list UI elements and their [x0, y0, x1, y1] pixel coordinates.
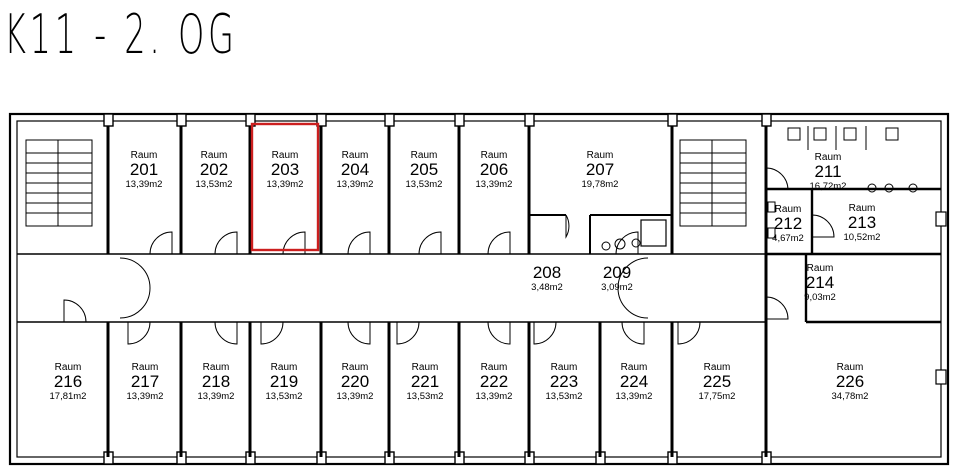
room-word: Raum: [55, 362, 82, 373]
room-number: 213: [848, 213, 876, 232]
room-area: 16,72m2: [810, 181, 847, 192]
room-area: 10,52m2: [844, 232, 881, 243]
room-area: 34,78m2: [832, 391, 869, 402]
room-word: Raum: [342, 362, 369, 373]
room-word: Raum: [203, 362, 230, 373]
room-word: Raum: [412, 362, 439, 373]
room-area: 13,39m2: [476, 391, 513, 402]
room-area: 17,81m2: [50, 391, 87, 402]
room-word: Raum: [201, 150, 228, 161]
room-number: 222: [480, 372, 508, 391]
floor-title: K11 - 2. OG: [4, 3, 238, 66]
room-number: 209: [603, 263, 631, 282]
room-number: 220: [341, 372, 369, 391]
room-number: 201: [130, 160, 158, 179]
room-area: 3,48m2: [531, 282, 563, 293]
room-labels: Raum20113,39m2Raum20213,53m2Raum20313,39…: [50, 150, 881, 402]
room-area: 13,53m2: [407, 391, 444, 402]
room-area: 13,39m2: [127, 391, 164, 402]
room-number: 202: [200, 160, 228, 179]
room-number: 206: [480, 160, 508, 179]
room-number: 218: [202, 372, 230, 391]
room-number: 226: [836, 372, 864, 391]
room-area: 13,53m2: [196, 179, 233, 190]
room-area: 13,39m2: [126, 179, 163, 190]
room-word: Raum: [411, 150, 438, 161]
room-number: 225: [703, 372, 731, 391]
room-word: Raum: [775, 204, 802, 215]
room-area: 4,67m2: [772, 233, 804, 244]
room-area: 13,39m2: [198, 391, 235, 402]
room-word: Raum: [837, 362, 864, 373]
room-number: 219: [270, 372, 298, 391]
room-number: 208: [533, 263, 561, 282]
room-area: 17,75m2: [699, 391, 736, 402]
room-word: Raum: [272, 150, 299, 161]
room-area: 13,39m2: [616, 391, 653, 402]
room-number: 223: [550, 372, 578, 391]
room-word: Raum: [815, 152, 842, 163]
room-number: 217: [131, 372, 159, 391]
room-word: Raum: [131, 150, 158, 161]
highlight-room-203: [250, 122, 320, 252]
room-word: Raum: [481, 150, 508, 161]
room-area: 13,39m2: [267, 179, 304, 190]
room-word: Raum: [807, 263, 834, 274]
room-area: 9,03m2: [804, 292, 836, 303]
room-area: 13,39m2: [337, 391, 374, 402]
room-number: 204: [341, 160, 369, 179]
room-word: Raum: [271, 362, 298, 373]
room-word: Raum: [481, 362, 508, 373]
room-area: 19,78m2: [582, 179, 619, 190]
room-area: 13,53m2: [546, 391, 583, 402]
room-area: 3,09m2: [601, 282, 633, 293]
room-number: 224: [620, 372, 648, 391]
room-number: 205: [410, 160, 438, 179]
room-area: 13,39m2: [476, 179, 513, 190]
room-area: 13,53m2: [266, 391, 303, 402]
room-number: 214: [806, 273, 834, 292]
walls: [8, 112, 950, 466]
room-word: Raum: [587, 150, 614, 161]
room-word: Raum: [342, 150, 369, 161]
room-word: Raum: [849, 203, 876, 214]
room-area: 13,39m2: [337, 179, 374, 190]
room-word: Raum: [551, 362, 578, 373]
room-word: Raum: [704, 362, 731, 373]
room-word: Raum: [132, 362, 159, 373]
room-number: 212: [774, 214, 802, 233]
room-number: 216: [54, 372, 82, 391]
room-number: 211: [814, 162, 841, 181]
room-number: 207: [586, 160, 614, 179]
room-number: 203: [271, 160, 299, 179]
room-area: 13,53m2: [406, 179, 443, 190]
room-word: Raum: [621, 362, 648, 373]
room-number: 221: [411, 372, 439, 391]
